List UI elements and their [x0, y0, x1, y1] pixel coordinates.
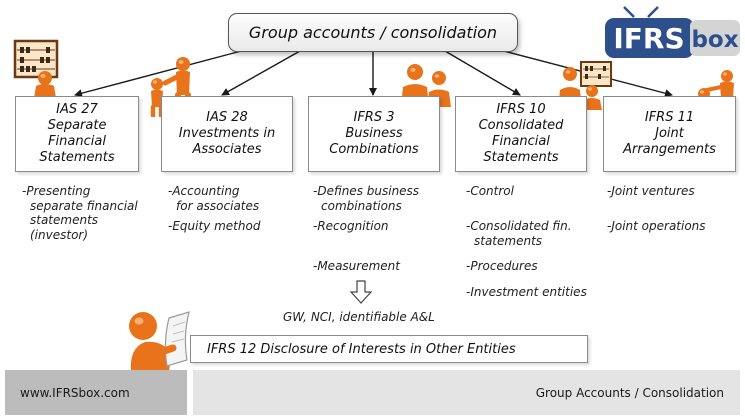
box-ias28-line: IAS 28	[206, 110, 248, 125]
box-ifrs10-line: Financial	[492, 134, 550, 149]
list-item-line: (investor)	[30, 227, 89, 242]
list-item-line: -Consolidated fin.	[466, 219, 572, 233]
list-item: -Control	[466, 184, 514, 199]
box-ias27: IAS 27 Separate Financial Statements	[15, 96, 139, 172]
list-item-line: -Joint operations	[607, 219, 706, 233]
list-item-line: -Equity method	[168, 219, 261, 233]
list-item: -Measurement	[313, 259, 400, 274]
list-item: -Investment entities	[466, 285, 587, 300]
box-ifrs3-line: IFRS 3	[353, 110, 395, 125]
box-ias27-line: Separate	[47, 118, 107, 133]
box-ifrs11-line: Arrangements	[623, 142, 716, 157]
box-ifrs10: IFRS 10 Consolidated Financial Statement…	[455, 96, 587, 172]
list-item-line: -Defines business	[313, 184, 420, 198]
list-item-line: -Accounting	[168, 184, 240, 198]
list-item: -Recognition	[313, 219, 389, 234]
diagram-title: Group accounts / consolidation	[228, 13, 518, 52]
footer-website: www.IFRSbox.com	[5, 370, 187, 415]
list-item: -Equity method	[168, 219, 260, 234]
box-ifrs11-line: Joint	[655, 126, 684, 141]
box-ias28-line: Investments in	[178, 126, 276, 141]
box-ifrs3: IFRS 3 Business Combinations	[308, 96, 440, 172]
logo-text-ifrs: IFRS	[613, 22, 684, 55]
list-item-line: statements	[30, 213, 99, 227]
list-item: -Procedures	[466, 259, 538, 274]
box-ias27-line: Statements	[39, 150, 115, 165]
footer-topic: Group Accounts / Consolidation	[193, 370, 740, 415]
list-item: -Consolidated fin. statements	[466, 219, 572, 248]
list-item-line: -Investment entities	[466, 285, 587, 299]
box-ias27-line: IAS 27	[56, 102, 98, 117]
list-item: -Joint operations	[607, 219, 706, 234]
list-item: -Joint ventures	[607, 184, 695, 199]
box-ifrs11-line: IFRS 11	[644, 110, 695, 125]
ifrsbox-logo: IFRS box	[605, 6, 740, 58]
list-item-line: -Measurement	[313, 259, 400, 273]
box-ifrs10-line: IFRS 10	[496, 102, 546, 117]
list-item-line: -Recognition	[313, 219, 389, 233]
abacus-person-icon	[13, 39, 59, 98]
arrow-to-ias27	[74, 49, 246, 98]
box-ias28-line: Associates	[192, 142, 262, 157]
box-ifrs11: IFRS 11 Joint Arrangements	[603, 96, 736, 172]
list-item: -Defines business combinations	[313, 184, 419, 213]
box-ifrs3-line: Combinations	[329, 142, 419, 157]
box-ias28: IAS 28 Investments in Associates	[161, 96, 293, 172]
reading-person-icon	[129, 311, 190, 372]
list-item: -Accounting for associates	[168, 184, 259, 213]
list-item-line: statements	[474, 233, 543, 248]
list-item-line: -Procedures	[466, 259, 538, 273]
arrow-to-ias28	[221, 50, 301, 96]
box-ifrs10-line: Consolidated	[478, 118, 564, 133]
arrow-to-ifrs10	[444, 50, 521, 96]
list-item-line: combinations	[321, 198, 402, 213]
down-arrow-icon	[350, 280, 372, 304]
list-item-line: -Control	[466, 184, 514, 198]
list-item: -Presenting separate financial statement…	[22, 184, 138, 242]
list-item-line: for associates	[176, 198, 260, 213]
logo-text-box: box	[691, 27, 738, 53]
list-item-line: -Presenting	[22, 184, 91, 198]
ifrs12-box: IFRS 12 Disclosure of Interests in Other…	[190, 335, 588, 363]
list-item-line: -Joint ventures	[607, 184, 695, 198]
box-ifrs10-line: Statements	[483, 150, 559, 165]
box-ifrs3-line: Business	[345, 126, 403, 141]
measurement-note: GW, NCI, identifiable A&L	[283, 310, 435, 324]
list-item-line: separate financial	[30, 198, 138, 213]
box-ias27-line: Financial	[48, 134, 106, 149]
